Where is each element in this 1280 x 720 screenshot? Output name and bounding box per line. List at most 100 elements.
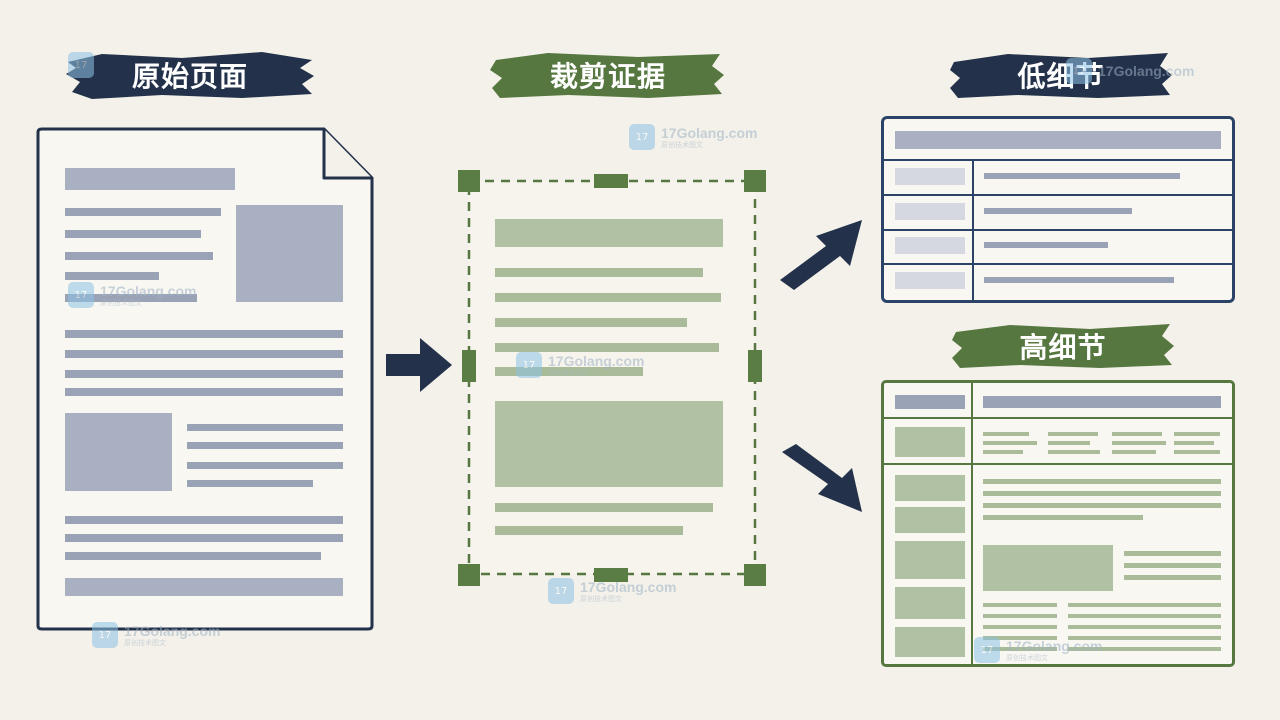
watermark-logo-icon: 17: [1066, 58, 1092, 84]
doc-text-line: [65, 388, 343, 396]
high-text-line: [983, 479, 1221, 484]
label-original-page-text: 原始页面: [131, 60, 248, 93]
watermark-logo-icon: 17: [68, 52, 94, 78]
watermark-logo-icon: 17: [68, 282, 94, 308]
high-side-block: [895, 475, 965, 501]
watermark-logo-icon: 17: [974, 637, 1000, 663]
doc-text-line: [187, 442, 343, 449]
watermark-logo-icon: 17: [629, 124, 655, 150]
label-crop-evidence-text: 裁剪证据: [549, 60, 666, 93]
watermark-site-text: 17Golang.com: [580, 578, 677, 595]
row-divider: [884, 194, 1232, 196]
crop-text-line: [495, 343, 719, 352]
high-col-line: [1112, 441, 1166, 445]
crop-handle-top-left[interactable]: [458, 170, 480, 192]
doc-text-line: [65, 272, 159, 280]
row-divider: [884, 263, 1232, 265]
high-text-line: [983, 625, 1057, 629]
high-text-line: [1068, 647, 1221, 651]
row-divider: [884, 229, 1232, 231]
high-col-line: [1174, 432, 1220, 436]
doc-text-line: [65, 294, 197, 302]
watermark-site-text: 17Golang.com: [124, 622, 221, 639]
row-divider: [884, 159, 1232, 161]
high-text-line: [1068, 614, 1221, 618]
high-header-bar: [983, 396, 1221, 408]
label-crop-evidence: 裁剪证据: [488, 48, 728, 102]
doc-text-line: [65, 534, 343, 542]
high-side-block: [895, 507, 965, 533]
watermark-site-text: 17Golang.com: [548, 352, 645, 369]
low-cell-label: [895, 203, 965, 220]
crop-handle-right[interactable]: [748, 350, 762, 382]
low-cell-line: [984, 173, 1180, 179]
doc-text-line: [65, 552, 321, 560]
column-divider: [971, 383, 973, 664]
high-text-line: [983, 636, 1057, 640]
crop-handle-left[interactable]: [462, 350, 476, 382]
doc-image-placeholder: [65, 413, 172, 491]
high-text-line: [983, 603, 1057, 607]
low-cell-label: [895, 168, 965, 185]
high-text-line: [983, 647, 1057, 651]
crop-text-line: [495, 318, 687, 327]
watermark-sub-text: 原创技术图文: [548, 368, 590, 377]
brush-stroke: [950, 53, 1172, 98]
high-col-line: [983, 450, 1023, 454]
high-text-line: [983, 515, 1143, 520]
high-col-line: [1112, 450, 1156, 454]
row-divider: [884, 417, 1232, 419]
watermark-logo-icon: 17: [92, 622, 118, 648]
low-cell-line: [984, 208, 1132, 214]
high-text-line: [983, 614, 1057, 618]
crop-handle-bottom-right[interactable]: [744, 564, 766, 586]
watermark-sub-text: 原创技术图文: [124, 638, 166, 647]
watermark: 17 17Golang.com: [1066, 58, 1194, 84]
label-original-page: 原始页面: [62, 48, 318, 102]
watermark-site-text: 17Golang.com: [1006, 637, 1103, 654]
watermark-logo-icon: 17: [516, 352, 542, 378]
high-col-line: [983, 432, 1029, 436]
high-text-line: [983, 503, 1221, 508]
crop-image-block: [495, 401, 723, 487]
original-page-document: [34, 126, 376, 632]
high-text-line: [1068, 603, 1221, 607]
crop-handle-bottom-left[interactable]: [458, 564, 480, 586]
doc-text-line: [65, 330, 343, 338]
crop-title-bar: [495, 219, 723, 247]
high-text-line: [1124, 551, 1221, 556]
low-cell-line: [984, 277, 1174, 283]
crop-handle-top-right[interactable]: [744, 170, 766, 192]
high-text-line: [1124, 563, 1221, 568]
arrow-up-right-icon: [780, 220, 862, 290]
watermark: 17: [68, 52, 94, 78]
high-text-line: [983, 491, 1221, 496]
watermark-site-text: 17Golang.com: [100, 282, 197, 299]
label-low-detail: 低细节: [948, 48, 1174, 102]
high-text-line: [1124, 575, 1221, 580]
watermark-site-text: 17Golang.com: [661, 124, 758, 141]
high-side-block: [895, 627, 965, 657]
crop-text-line: [495, 367, 643, 376]
arrow-down-right-icon: [782, 444, 862, 512]
doc-text-line: [187, 424, 343, 431]
doc-image-placeholder: [236, 205, 343, 302]
crop-handle-top[interactable]: [594, 174, 628, 188]
watermark-sub-text: 原创技术图文: [661, 140, 703, 149]
high-col-line: [1174, 450, 1220, 454]
doc-footer-bar: [65, 578, 343, 596]
doc-text-line: [65, 208, 221, 216]
doc-text-line: [187, 480, 313, 487]
doc-text-line: [65, 230, 201, 238]
high-text-line: [1068, 625, 1221, 629]
high-side-block: [895, 427, 965, 457]
crop-handle-bottom[interactable]: [594, 568, 628, 582]
watermark-sub-text: 原创技术图文: [580, 594, 622, 603]
doc-text-line: [65, 252, 213, 260]
brush-stroke: [66, 52, 314, 99]
high-text-line: [1068, 636, 1221, 640]
high-detail-panel: [881, 380, 1235, 667]
